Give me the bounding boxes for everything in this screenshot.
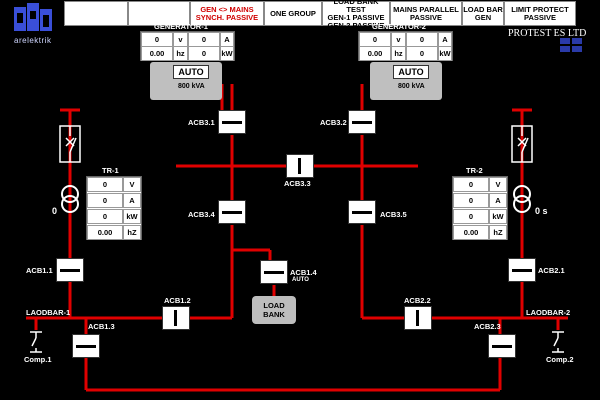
generator-1-title: GENERATOR-1 — [154, 22, 208, 31]
gen1-power: 0 — [188, 46, 220, 61]
generator-2-meter: 0 v 0 A 0.00 hz 0 kW — [358, 31, 453, 61]
generator-2-title: GENERATOR-2 — [372, 22, 426, 31]
breaker-acb2-1[interactable] — [508, 258, 536, 282]
gen2-frequency: 0.00 — [359, 46, 391, 61]
breaker-acb1-4[interactable] — [260, 260, 288, 284]
gen1-voltage: 0 — [141, 32, 173, 47]
tr1-title: TR-1 — [102, 166, 119, 175]
breaker-acb2-3[interactable] — [488, 334, 516, 358]
comp-2-label: Comp.2 — [546, 355, 574, 364]
generator-1[interactable]: AUTO 800 kVA — [150, 62, 222, 100]
gen2-power: 0 — [406, 46, 438, 61]
gen1-current: 0 — [188, 32, 220, 47]
breaker-acb3-4[interactable] — [218, 200, 246, 224]
breaker-acb1-2[interactable] — [162, 306, 190, 330]
gen2-rating: 800 kVA — [398, 83, 425, 90]
arelektrik-logo — [14, 3, 52, 31]
breaker-acb3-5[interactable] — [348, 200, 376, 224]
generator-1-meter: 0 v 0 A 0.00 hz 0 kW — [140, 31, 235, 61]
generator-2[interactable]: AUTO 800 kVA — [370, 62, 442, 100]
breaker-acb3-1[interactable] — [218, 110, 246, 134]
comp-1-label: Comp.1 — [24, 355, 52, 364]
toolbar-button-blank-2[interactable] — [128, 1, 190, 26]
tr1-side-value: 0 — [52, 206, 58, 216]
gen1-auto-badge[interactable]: AUTO — [173, 65, 209, 79]
breaker-acb1-3[interactable] — [72, 334, 100, 358]
breaker-acb3-2[interactable] — [348, 110, 376, 134]
loadbar-1-label: LAODBAR-1 — [26, 308, 71, 317]
load-bank[interactable]: LOAD BANK — [252, 296, 296, 324]
breaker-acb1-1[interactable] — [56, 258, 84, 282]
toolbar-button-blank-1[interactable] — [64, 1, 128, 26]
company-name: PROTEST ES LTD — [508, 28, 587, 39]
toolbar-button-one-group[interactable]: ONE GROUP — [264, 1, 322, 26]
gen2-current: 0 — [406, 32, 438, 47]
tr2-side-value: 0 s — [535, 206, 548, 216]
loadbar-2-label: LAODBAR-2 — [526, 308, 571, 317]
gen2-voltage: 0 — [359, 32, 391, 47]
logo-text: arelektrik — [14, 36, 52, 45]
gen1-frequency: 0.00 — [141, 46, 173, 61]
breaker-acb3-3[interactable] — [286, 154, 314, 178]
company-logo-icon — [560, 38, 582, 52]
breaker-acb2-2[interactable] — [404, 306, 432, 330]
gen1-rating: 800 kVA — [178, 83, 205, 90]
gen2-auto-badge[interactable]: AUTO — [393, 65, 429, 79]
tr2-title: TR-2 — [466, 166, 483, 175]
